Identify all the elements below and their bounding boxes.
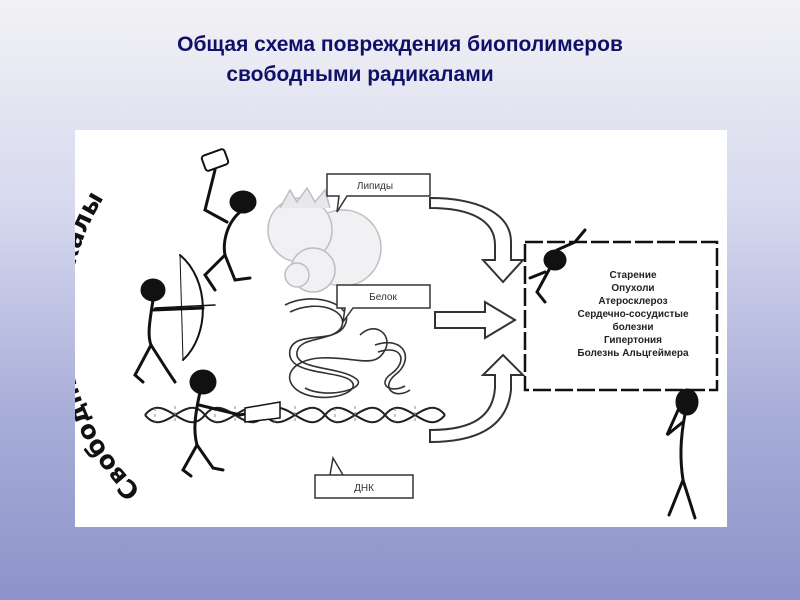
bubble-dna: ДНК (315, 458, 413, 498)
disease-item: болезни (613, 321, 654, 333)
slide-title-line1: Общая схема повреждения биополимеров (0, 30, 800, 60)
bubble-lipids: Липиды (327, 174, 430, 212)
slide-title: Общая схема повреждения биополимеров сво… (0, 30, 800, 90)
disease-item: Сердечно-сосудистые (577, 309, 688, 320)
bubble-protein: Белок (337, 285, 430, 322)
sick-person-figure (667, 390, 697, 518)
arrow-protein (435, 302, 515, 338)
side-label-free-radicals: Свободные радикалы (75, 186, 145, 506)
side-label-text: Свободные радикалы (75, 186, 145, 506)
disease-item: Гипертония (604, 335, 662, 346)
radical-figure-archer (135, 255, 215, 382)
bubble-dna-label: ДНК (354, 483, 374, 494)
bubble-protein-label: Белок (369, 292, 397, 303)
disease-item: Атеросклероз (598, 296, 667, 307)
arrow-dna (430, 355, 523, 442)
disease-item: Болезнь Альцгеймера (577, 348, 689, 359)
bubble-lipids-label: Липиды (357, 181, 393, 192)
slide-title-line2: свободными радикалами (0, 60, 800, 90)
arrow-lipids (430, 198, 523, 282)
disease-item: Опухоли (611, 283, 654, 294)
dna-illustration (145, 406, 445, 424)
diagram-svg: Свободные радикалы (75, 130, 727, 527)
radical-figure-saw (183, 371, 280, 476)
diagram-panel: Свободные радикалы (75, 130, 727, 527)
radical-figure-hammer (201, 148, 255, 290)
disease-item: Старение (609, 270, 657, 281)
lipids-illustration (268, 188, 381, 292)
